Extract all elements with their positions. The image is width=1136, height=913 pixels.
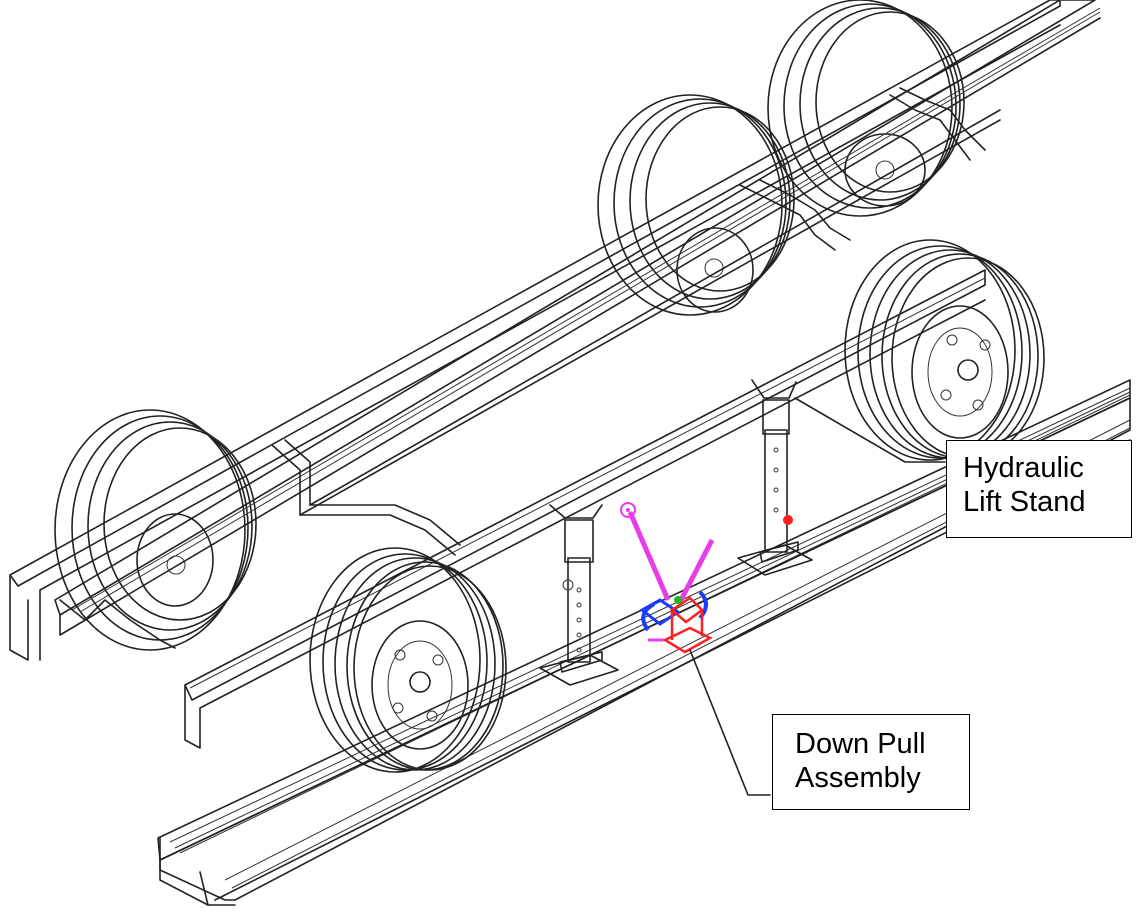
lift-stand-left [539, 504, 619, 686]
callout-down-pull-assembly: Down Pull Assembly [772, 714, 970, 810]
leader-lines [689, 397, 946, 796]
wheel-near-right [844, 239, 1045, 461]
lift-stand-right [737, 379, 813, 576]
wheel-near-left [309, 547, 507, 773]
wheel-far-left [54, 409, 257, 651]
callout-hydraulic-line2: Lift Stand [963, 486, 1086, 518]
callout-hydraulic-lift-stand: Hydraulic Lift Stand [946, 440, 1132, 538]
callout-downpull-line1: Down Pull [795, 728, 926, 760]
callout-downpull-line2: Assembly [795, 762, 921, 794]
callout-hydraulic-line1: Hydraulic [963, 452, 1084, 484]
chassis-frame [9, 0, 1101, 749]
wheel-far-middle [597, 94, 795, 316]
wheel-far-right [767, 0, 965, 217]
down-pull-assembly [620, 502, 715, 654]
